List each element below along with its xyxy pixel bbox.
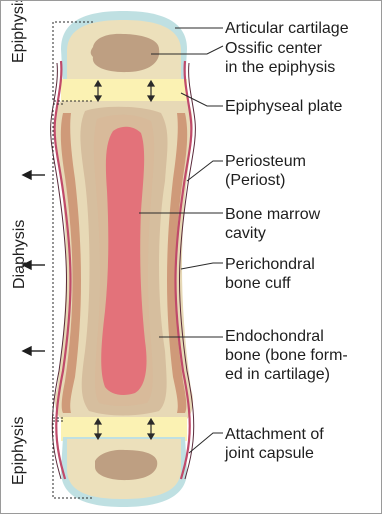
label-attachment-joint-capsule: Attachment of joint capsule xyxy=(225,425,324,463)
label-ossific-center-line2: in the epiphysis xyxy=(225,58,335,77)
ossific-center-top xyxy=(91,34,160,72)
region-label-epiphysis-bottom: Epiphysis xyxy=(10,441,30,485)
label-perichondral-line1: Perichondral xyxy=(225,255,315,274)
label-ossific-center-line1: Ossific center xyxy=(225,39,335,58)
label-periosteum: Periosteum (Periost) xyxy=(225,152,306,190)
label-bone-marrow-line2: cavity xyxy=(225,224,320,243)
ossific-center-bottom xyxy=(95,450,157,480)
label-attachment-line2: joint capsule xyxy=(225,444,324,463)
epiphyseal-plate-top xyxy=(61,79,187,103)
label-endochondral-bone: Endochondral bone (bone form- ed in cart… xyxy=(225,327,348,384)
label-bone-marrow-cavity: Bone marrow cavity xyxy=(225,205,320,243)
label-ossific-center: Ossific center in the epiphysis xyxy=(225,39,335,77)
label-endochondral-line2: bone (bone form- xyxy=(225,346,348,365)
label-endochondral-line3: ed in cartilage) xyxy=(225,365,348,384)
label-perichondral-line2: bone cuff xyxy=(225,274,315,293)
region-label-epiphysis-top: Epiphysis xyxy=(10,19,30,63)
label-bone-marrow-line1: Bone marrow xyxy=(225,205,320,224)
label-periosteum-line2: (Periost) xyxy=(225,171,306,190)
label-articular-cartilage: Articular cartilage xyxy=(225,19,349,38)
label-attachment-line1: Attachment of xyxy=(225,425,324,444)
region-label-diaphysis: Diaphysis xyxy=(11,233,31,289)
label-perichondral-bone-cuff: Perichondral bone cuff xyxy=(225,255,315,293)
label-endochondral-line1: Endochondral xyxy=(225,327,348,346)
label-periosteum-line1: Periosteum xyxy=(225,152,306,171)
label-epiphyseal-plate: Epiphyseal plate xyxy=(225,97,342,116)
